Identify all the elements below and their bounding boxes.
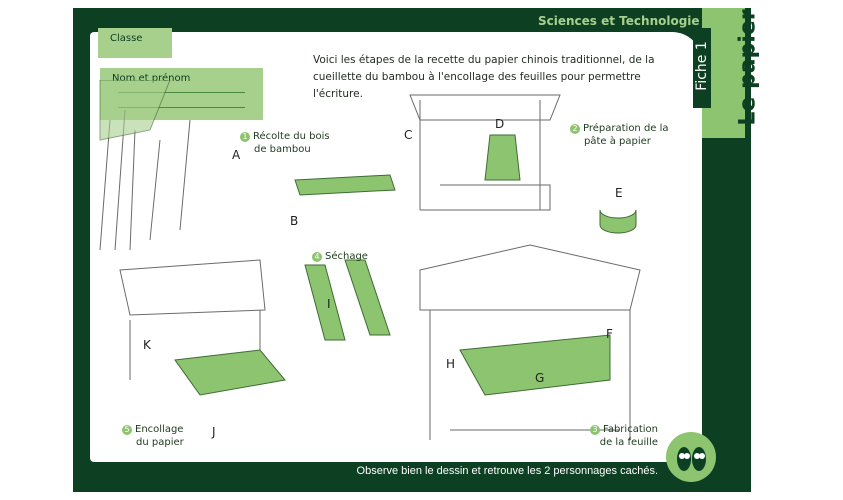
marker-f: F	[606, 327, 613, 341]
class-label: Classe	[110, 33, 143, 44]
marker-a: A	[232, 148, 241, 162]
marker-h: H	[446, 357, 456, 371]
name-line	[118, 107, 245, 108]
hidden-characters-icon	[666, 432, 716, 482]
page-title: Le papier	[735, 9, 761, 126]
marker-k: K	[143, 338, 151, 352]
marker-c: C	[404, 128, 413, 142]
intro-text: Voici les étapes de la recette du papier…	[313, 54, 655, 100]
subject-label: Sciences et Technologie	[538, 14, 700, 28]
marker-i: I	[327, 297, 331, 311]
footer-instruction: Observe bien le dessin et retrouve les 2…	[356, 465, 658, 477]
marker-g: G	[535, 371, 545, 385]
name-label: Nom et prénom	[112, 73, 191, 84]
marker-j: J	[212, 425, 216, 439]
marker-d: D	[495, 117, 505, 131]
marker-b: B	[290, 214, 299, 228]
paper-making-illustration	[99, 80, 641, 440]
name-line	[118, 92, 245, 93]
class-field[interactable]: Classe	[98, 28, 172, 58]
marker-e: E	[615, 186, 623, 200]
fiche-ribbon	[693, 28, 711, 108]
